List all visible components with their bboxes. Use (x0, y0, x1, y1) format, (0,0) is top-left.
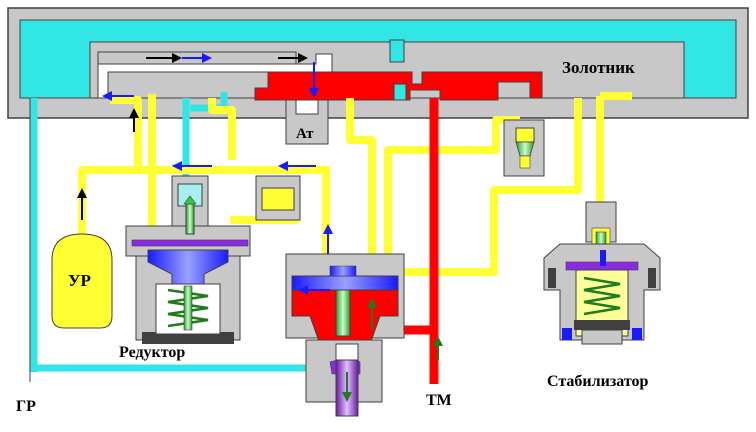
reducer-spring (167, 288, 209, 328)
stabilizer: Стабилизатор (543, 201, 661, 390)
reducer-label: Редуктор (119, 344, 185, 361)
check-valve (503, 119, 545, 177)
at-label: Ат (296, 126, 314, 142)
at-chamber: Ат (285, 99, 329, 145)
tm-label: ТМ (426, 392, 452, 409)
flow-arrows (77, 53, 443, 402)
stabilizer-spring (583, 276, 621, 316)
stabilizer-label: Стабилизатор (547, 373, 648, 390)
reducer: Редуктор (119, 175, 301, 361)
slide-valve-housing (7, 7, 749, 119)
zolotnik-label: Золотник (562, 58, 635, 77)
gr-label: ГР (16, 398, 36, 415)
relay-valve (285, 253, 405, 417)
ur-label: УР (68, 271, 91, 290)
ur-reservoir: УР (51, 233, 113, 329)
